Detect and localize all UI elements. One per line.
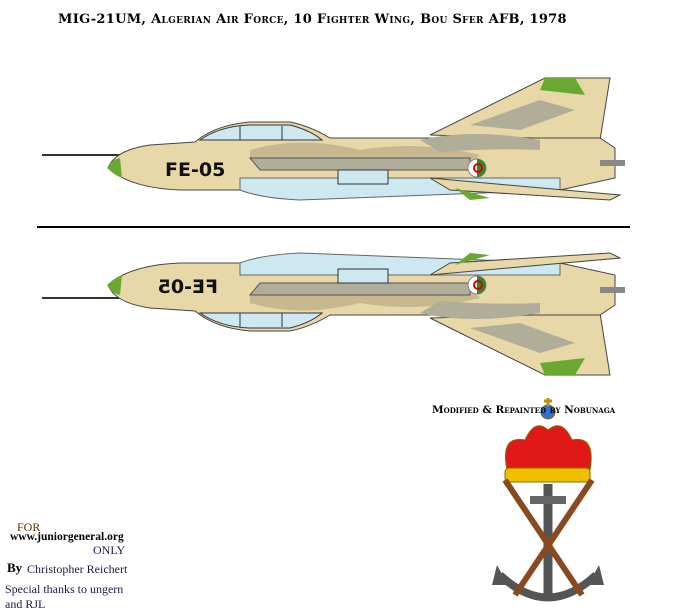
repaint-credit: Modified & Repainted by Nobunaga — [432, 404, 616, 416]
footer-by: By — [7, 560, 23, 575]
naval-emblem — [492, 398, 604, 602]
divider-line — [37, 226, 630, 228]
crossed-rifles-icon — [502, 478, 595, 597]
footer-for: FOR — [17, 520, 41, 534]
page-title: MIG-21UM, Algerian Air Force, 10 Fighter… — [58, 12, 567, 27]
footer-only: ONLY — [93, 543, 126, 557]
serial-marking: FE-05 — [165, 159, 225, 181]
aircraft-top-view: FE-05 — [41, 77, 626, 201]
footer-thanks-2: and RJL — [5, 597, 46, 611]
aircraft-bottom-view: FE-05 — [41, 252, 626, 376]
serial-marking-mirrored: FE-05 — [158, 276, 218, 298]
footer-site-link[interactable]: www.juniorgeneral.org — [10, 531, 124, 543]
footer-thanks-1: Special thanks to ungern — [5, 582, 124, 596]
crown-icon — [504, 398, 592, 483]
footer-author: Christopher Reichert — [27, 562, 128, 576]
